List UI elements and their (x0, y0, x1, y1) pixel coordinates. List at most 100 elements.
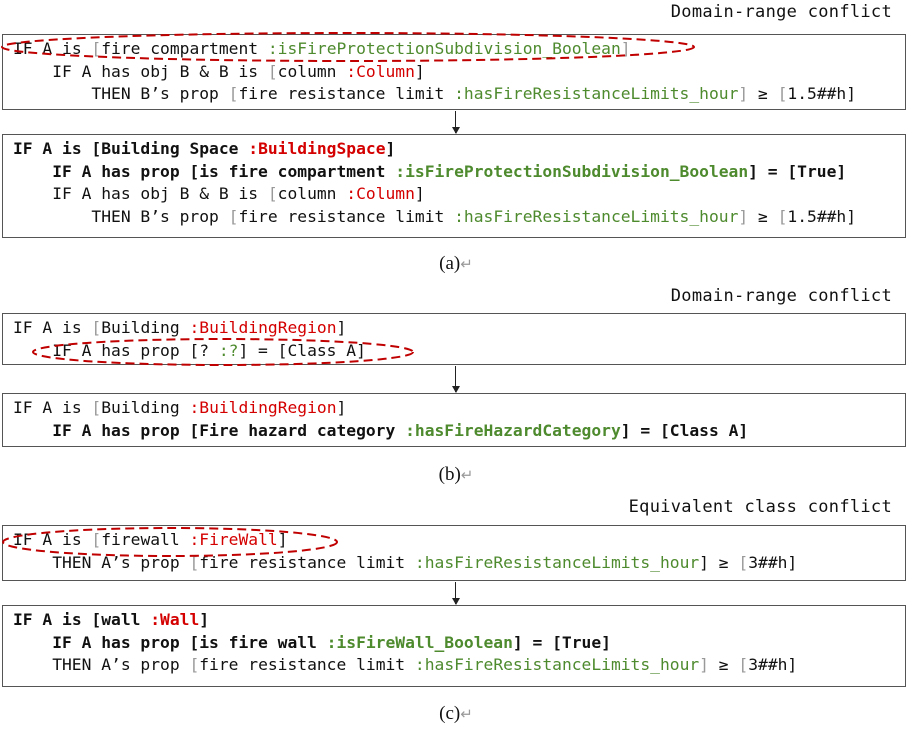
arrow-c (451, 582, 460, 605)
rule-line: THEN A’s prop [fire resistance limit :ha… (13, 654, 905, 677)
rule-line: IF A is [wall :Wall] (13, 609, 905, 632)
rule-text: ≥ (748, 84, 778, 103)
rule-text: [ (189, 552, 200, 572)
rule-text: IF A has prop [is fire compartment (52, 161, 396, 181)
caption-a: (a)↵ (0, 253, 912, 275)
rule-text: 3##h] (748, 655, 798, 674)
rule-text: ≥ (708, 552, 739, 572)
rule-text: IF A has obj B & B is (52, 184, 268, 203)
rule-text: IF A is (13, 398, 92, 417)
rule-text: column (277, 184, 347, 203)
rule-line: IF A is [fire compartment :isFireProtect… (13, 38, 905, 61)
rule-text: ] = [Class A] (620, 420, 749, 440)
arrow-b (451, 366, 460, 393)
rule-text: THEN B’s prop (91, 84, 229, 103)
return-mark: ↵ (460, 257, 473, 273)
property-name: :hasFireHazardCategory (405, 420, 621, 440)
rule-text: 3##h] (748, 552, 798, 572)
rule-text: [ (228, 84, 239, 103)
return-mark: ↵ (460, 468, 474, 484)
rule-text: fire compartment (101, 39, 268, 58)
rule-line: IF A is [Building :BuildingRegion] (13, 397, 905, 420)
rule-text: ] (385, 139, 396, 158)
rule-box-a-after: IF A is [Building Space :BuildingSpace]I… (2, 134, 906, 238)
rule-text: ] (414, 184, 425, 203)
caption-c: (c)↵ (0, 703, 912, 725)
property-name: :isFireProtectionSubdivision_Boolean (267, 39, 621, 58)
rule-text: IF A is (13, 530, 92, 549)
rule-text: [ (267, 61, 278, 81)
rule-line: IF A has prop [is fire wall :isFireWall_… (13, 632, 905, 655)
property-name: :hasFireResistanceLimits_hour (454, 84, 739, 103)
rule-text: ] (699, 552, 709, 572)
rule-text: 1.5##h] (787, 206, 857, 226)
rule-line: IF A has obj B & B is [column :Column] (13, 61, 905, 84)
rule-box-a-before: IF A is [fire compartment :isFireProtect… (2, 34, 906, 110)
rule-text: ] (336, 398, 347, 417)
rule-text: ≥ (708, 655, 739, 674)
arrow-a (451, 111, 460, 134)
rule-text: [ (91, 398, 102, 417)
rule-text: THEN B’s prop (91, 206, 229, 226)
rule-text: ] = [Class A] (238, 340, 366, 360)
property-name: :isFireWall_Boolean (326, 632, 513, 652)
caption-label: (b) (438, 464, 461, 485)
title-c: Equivalent class conflict (628, 497, 892, 517)
title-a: Domain-range conflict (670, 2, 892, 22)
rule-text: IF A is [wall (13, 610, 151, 629)
rule-box-c-before: IF A is [firewall :FireWall]THEN A’s pro… (2, 525, 906, 581)
rule-text: 1.5##h] (787, 84, 857, 103)
rule-text: ] (699, 655, 709, 674)
rule-line: IF A has obj B & B is [column :Column] (13, 183, 905, 206)
rule-text: IF A is [Building Space (13, 139, 249, 158)
return-mark: ↵ (460, 707, 473, 723)
rule-text: column (277, 61, 347, 81)
rule-text: IF A has prop [is fire wall (52, 632, 327, 652)
rule-text: [ (228, 206, 239, 226)
rule-text: ] = [True] (748, 161, 847, 181)
rule-text: IF A has prop [? (52, 340, 219, 360)
rule-text: [ (777, 84, 788, 103)
class-name: :BuildingRegion (189, 318, 337, 337)
rule-line: IF A is [firewall :FireWall] (13, 529, 905, 552)
rule-text: [ (91, 39, 102, 58)
rule-line: IF A has prop [is fire compartment :isFi… (13, 161, 905, 184)
rule-text: ] (199, 610, 210, 629)
property-name: :hasFireResistanceLimits_hour (414, 552, 700, 572)
property-name: :hasFireResistanceLimits_hour (414, 655, 700, 674)
rule-box-b-before: IF A is [Building :BuildingRegion]IF A h… (2, 313, 906, 365)
class-name: :Column (346, 61, 415, 81)
rule-text: ≥ (748, 206, 778, 226)
rule-text: fire resistance limit (238, 84, 455, 103)
rule-text: ] (336, 318, 347, 337)
rule-text: THEN A’s prop (52, 655, 190, 674)
rule-text: IF A is (13, 39, 92, 58)
class-name: :BuildingRegion (189, 398, 337, 417)
property-name: :isFireProtectionSubdivision_Boolean (395, 161, 749, 181)
rule-text: [ (738, 552, 749, 572)
rule-text: ] = [True] (512, 632, 611, 652)
rule-text: THEN A’s prop (52, 552, 190, 572)
class-name: :Wall (150, 610, 200, 629)
rule-line: THEN B’s prop [fire resistance limit :ha… (13, 206, 905, 229)
rule-line: IF A has prop [Fire hazard category :has… (13, 420, 905, 443)
rule-text: IF A has obj B & B is (52, 61, 268, 81)
class-name: :BuildingSpace (248, 139, 386, 158)
rule-text: fire resistance limit (199, 552, 415, 572)
rule-text: IF A is (13, 318, 92, 337)
property-name: :hasFireResistanceLimits_hour (454, 206, 739, 226)
title-b: Domain-range conflict (670, 286, 892, 306)
caption-label: (c) (439, 703, 461, 724)
rule-text: ] (738, 206, 749, 226)
rule-text: fire resistance limit (238, 206, 455, 226)
rule-line: IF A is [Building Space :BuildingSpace] (13, 138, 905, 161)
class-name: :FireWall (189, 530, 278, 549)
rule-text: Building (101, 398, 190, 417)
class-name: :Column (346, 184, 415, 203)
rule-line: IF A has prop [? :?] = [Class A] (13, 340, 905, 363)
rule-box-b-after: IF A is [Building :BuildingRegion]IF A h… (2, 393, 906, 447)
caption-label: (a) (439, 253, 461, 274)
rule-text: ] (738, 84, 749, 103)
rule-text: ] (414, 61, 425, 81)
rule-line: THEN B’s prop [fire resistance limit :ha… (13, 83, 905, 106)
